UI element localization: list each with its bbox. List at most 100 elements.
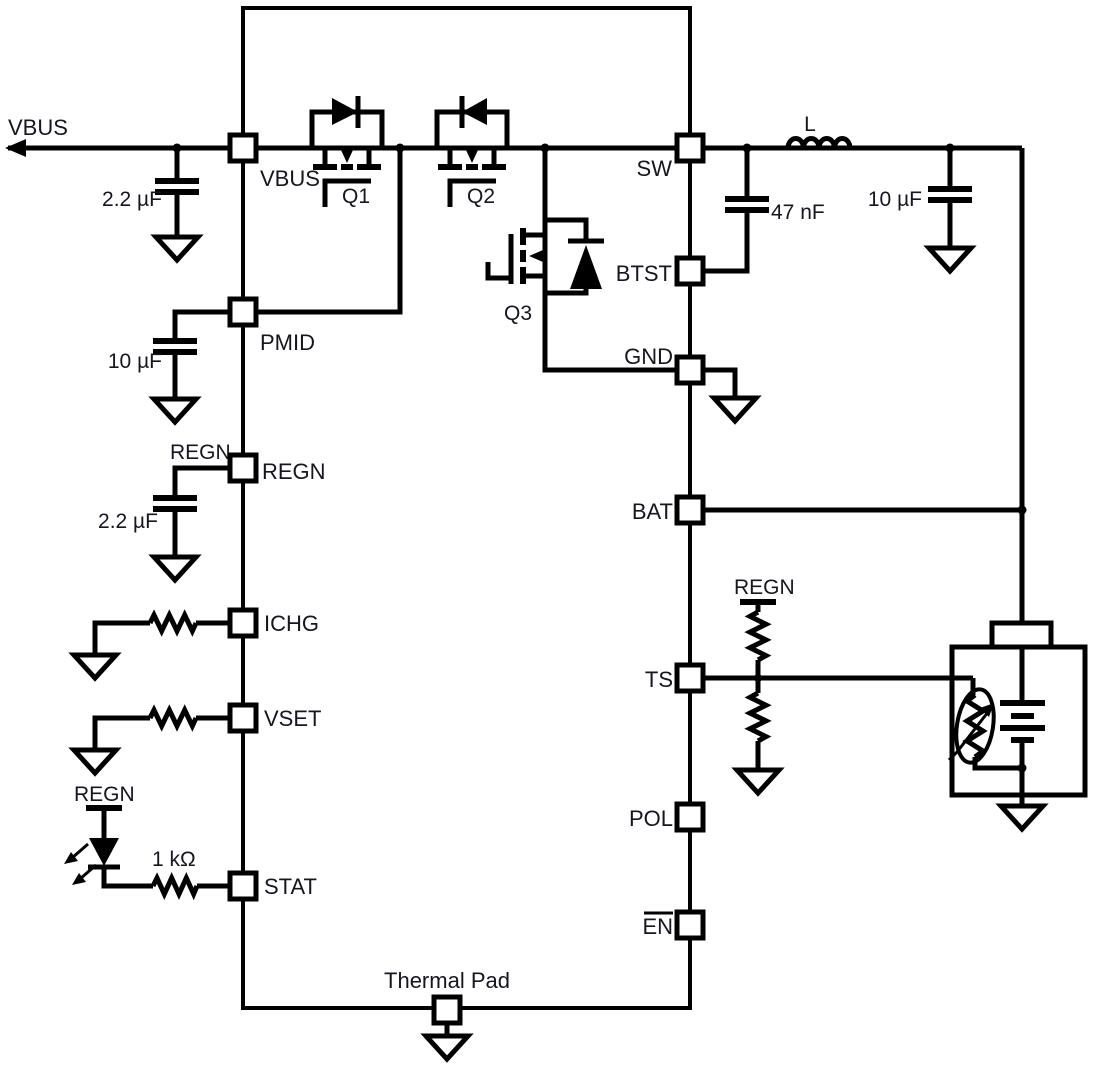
pin-label-ts: TS (645, 667, 673, 692)
led-triangle (89, 838, 119, 866)
pin-thermal-pad (431, 994, 463, 1026)
ground-symbol (148, 554, 202, 584)
transistor-q3: Q3 (485, 148, 677, 373)
q1-gate (322, 178, 371, 207)
q2-body-diode (462, 98, 487, 125)
led-arrow-head-1 (64, 852, 78, 864)
inductor-label: L (804, 113, 816, 136)
ground-symbol (995, 803, 1049, 833)
q1-body-diode (332, 98, 358, 125)
q3-body-arrow (529, 250, 543, 262)
cap-vbus-plates (155, 178, 199, 195)
ts-div-upper-resistor (744, 609, 772, 663)
thermal-pad-ground (420, 1023, 474, 1063)
battery-short-plates (1011, 713, 1034, 743)
battery-pack-outline (949, 644, 1088, 798)
cap-regn: REGN 2.2 µF (98, 441, 231, 584)
regn-net-label-led: REGN (74, 783, 135, 806)
vbus-input-arrow (5, 139, 26, 157)
ts-divider: REGN (731, 576, 795, 797)
r-ichg-zigzag (147, 609, 199, 637)
ground-symbol (68, 652, 122, 682)
ground-symbol (708, 395, 762, 425)
pin-label-vset: VSET (264, 706, 321, 731)
pin-label-gnd: GND (624, 344, 673, 369)
pin-label-pmid: PMID (260, 330, 315, 355)
r-stat-zigzag (150, 871, 200, 901)
led-arrow-head-2 (72, 873, 86, 885)
q1-label: Q1 (342, 185, 370, 208)
transistor-q2: Q2 (434, 96, 510, 208)
inductor: L (785, 113, 853, 149)
pin-label-sw: SW (637, 156, 673, 181)
battery-long-plates (1000, 700, 1045, 731)
led-light-arrows (71, 842, 97, 881)
cap-pmid-plates (153, 338, 197, 355)
pin-vbus (227, 132, 259, 164)
pin-ts (674, 662, 706, 694)
labels: VBUS VBUS PMID REGN ICHG VSET STAT SW BT… (8, 115, 673, 993)
pin-label-thermal-pad: Thermal Pad (384, 968, 510, 993)
q2-diode-bridge (434, 109, 510, 148)
wire-pmid (256, 148, 403, 315)
pin-stat (227, 870, 259, 902)
regn-net-label-ts: REGN (734, 576, 795, 599)
pin-label-vbus: VBUS (260, 166, 320, 191)
ground-symbol (148, 396, 202, 426)
wire-gnd (703, 367, 738, 396)
battery-connector (989, 620, 1054, 650)
ground-symbol (923, 245, 977, 275)
thermistor-ellipse (954, 687, 996, 765)
pin-ichg (227, 607, 259, 639)
pin-label-en: EN (642, 914, 673, 939)
thermistor-arrow-head (980, 703, 994, 717)
ic-outline (241, 6, 692, 1010)
pin-vset (227, 702, 259, 734)
pin-label-bat: BAT (632, 499, 673, 524)
q3-diode-branch (545, 217, 589, 296)
cap-pmid-wire (172, 309, 230, 339)
junction-dots (172, 143, 1027, 773)
r-stat-value: 1 kΩ (152, 848, 196, 871)
r-ichg-wire-l (92, 620, 150, 655)
thermistor-zigzag (962, 693, 988, 759)
battery-pack (947, 620, 1088, 833)
q3-terminals (526, 232, 545, 279)
pin-label-btst: BTST (616, 261, 672, 286)
pin-bat (674, 494, 706, 526)
pin-btst (674, 255, 706, 287)
pin-label-stat: STAT (264, 874, 317, 899)
q3-source-wire (542, 293, 677, 373)
cap-vbus-value: 2.2 µF (102, 188, 162, 211)
ground-symbol (420, 1033, 474, 1063)
inductor-coils (785, 136, 853, 149)
regn-net-label: REGN (170, 441, 231, 464)
pin-label-ichg: ICHG (264, 611, 319, 636)
cap-vbus: 2.2 µF (102, 148, 204, 264)
pin-label-pol: POL (629, 806, 673, 831)
wires (5, 139, 1025, 695)
pin-pol (674, 801, 706, 833)
thermistor (947, 687, 996, 765)
ground-symbol (731, 767, 785, 797)
q1-body-arrow (341, 150, 353, 163)
q3-body-diode (570, 245, 602, 289)
cap-btst-wire (703, 213, 750, 274)
thermistor-arrow-line (947, 711, 990, 762)
q3-gate-lead (485, 262, 511, 281)
pin-gnd (674, 354, 706, 386)
pin-pmid (227, 296, 259, 328)
battery-neg-wire (972, 757, 1025, 806)
wire-ts (703, 675, 976, 695)
cap-out-plates (928, 186, 972, 203)
pin-sw (674, 132, 706, 164)
q2-body-arrow (466, 150, 478, 163)
resistor-ichg (68, 609, 230, 682)
pin-label-regn: REGN (262, 459, 326, 484)
cap-regn-plates (153, 495, 197, 512)
cap-btst: 47 nF (703, 148, 825, 274)
cap-pmid-value: 10 µF (108, 350, 162, 373)
resistor-vset (68, 704, 230, 777)
q2-gate (447, 178, 496, 207)
